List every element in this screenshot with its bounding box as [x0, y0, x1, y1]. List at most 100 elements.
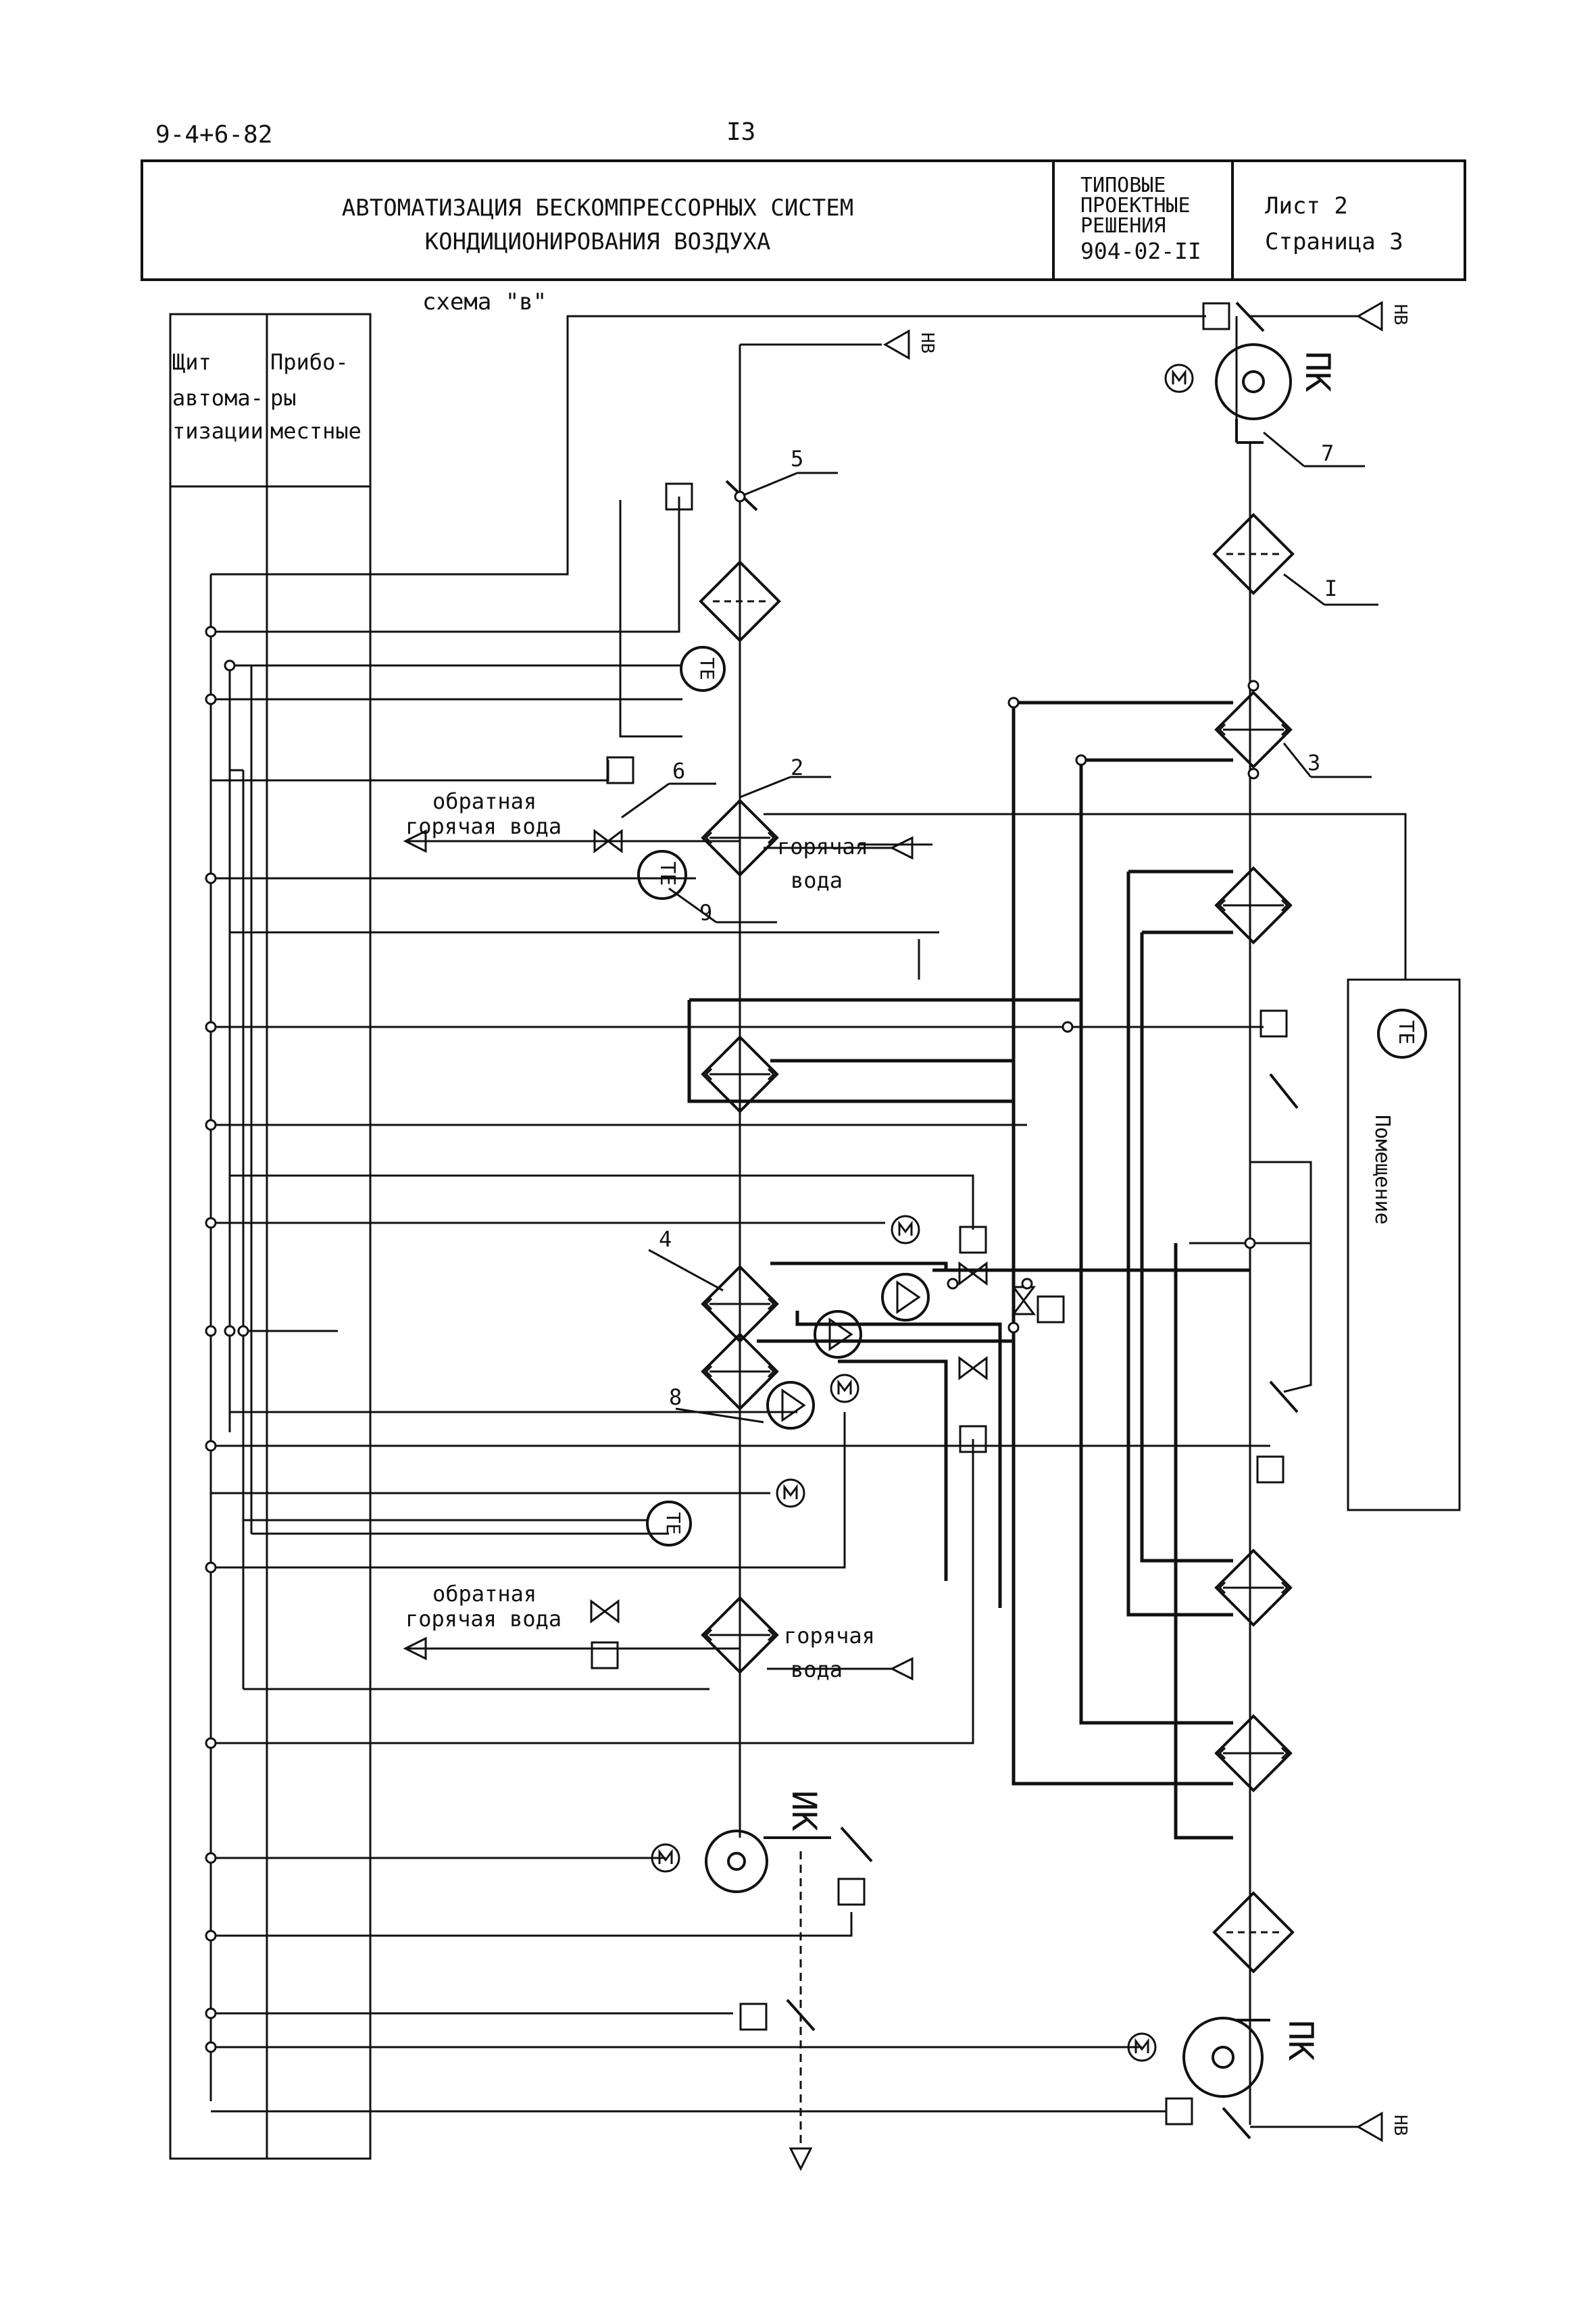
pump-1 — [881, 1273, 930, 1322]
supply-duct — [1235, 315, 1358, 2128]
typical-line-3: РЕШЕНИЯ — [1080, 214, 1166, 238]
callout-8: 8 — [669, 1384, 682, 1410]
damper-actuator-supply-2 — [1165, 2097, 1193, 2126]
hot-water-label-1: горячая — [777, 834, 868, 859]
valve-actuator-2 — [1037, 1295, 1065, 1324]
filter-2 — [1213, 1892, 1294, 1973]
signal-buses — [209, 574, 253, 2101]
water-supply-lines — [405, 840, 892, 1670]
outdoor-air-label-3: НВ — [1390, 2115, 1410, 2136]
connection-node — [205, 1561, 217, 1574]
connection-node — [1007, 1322, 1020, 1334]
column-panel-line-2: автома- — [172, 385, 264, 411]
room-box — [1347, 978, 1461, 1511]
outdoor-air-label-2: НВ — [917, 332, 937, 354]
motor-pump-1 — [891, 1215, 920, 1244]
column-panel-line-3: тизации — [172, 418, 264, 444]
exhaust-fan-label: ИК — [784, 1790, 824, 1832]
callout-5: 5 — [791, 446, 804, 472]
connection-node — [1021, 1278, 1033, 1290]
connection-node — [1244, 1237, 1256, 1249]
supply-fan-label-2: ПК — [1281, 2020, 1320, 2061]
connection-node — [205, 872, 217, 884]
sheet-number: Лист 2 — [1265, 193, 1348, 220]
supply-fan-2 — [1182, 2017, 1270, 2098]
column-local-line-2: ры — [270, 385, 297, 411]
exhaust-fan — [705, 1830, 831, 1893]
valve-actuator-1 — [959, 1226, 987, 1254]
connection-node — [205, 2007, 217, 2019]
connection-node — [205, 1021, 217, 1033]
control-lines — [211, 315, 1407, 2113]
temp-sensor-label-1: ТЕ — [696, 657, 718, 680]
column-panel-line-1: Щит — [172, 349, 211, 375]
outdoor-air-label-1: НВ — [1390, 304, 1410, 326]
supply-fan-label: ПК — [1298, 351, 1337, 393]
connection-node — [205, 1119, 217, 1131]
temp-sensor-label-4: ТЕ — [1394, 1020, 1418, 1045]
temp-sensor-label-3: ТЕ — [662, 1512, 684, 1535]
callout-2: 2 — [791, 755, 804, 780]
connection-node — [205, 1852, 217, 1864]
return-hot-water-label-2: горячая вода — [405, 813, 562, 839]
temp-sensors — [637, 646, 1427, 1546]
column-frame — [169, 313, 372, 2160]
pump-2 — [814, 1310, 862, 1359]
filter-1 — [1213, 513, 1294, 595]
damper-actuator-1 — [1202, 302, 1230, 330]
document-code: 9-4+6-82 — [155, 121, 273, 149]
column-local-line-1: Прибо- — [270, 349, 349, 375]
water-circuits — [687, 701, 1250, 1840]
connection-node — [1062, 1021, 1074, 1033]
connection-node — [205, 1930, 217, 1942]
motor-supply-fan — [1164, 363, 1194, 393]
damper-actuator-room — [1260, 1009, 1288, 1038]
title-line-2: КОНДИЦИОНИРОВАНИЯ ВОЗДУХА — [424, 228, 771, 255]
connection-node — [205, 1440, 217, 1452]
connection-nodes — [205, 491, 1260, 2053]
temp-sensor-label-2: ТЕ — [655, 861, 679, 886]
callout-7: 7 — [1321, 441, 1335, 466]
column-local-line-3: местные — [270, 418, 361, 444]
connection-node — [224, 1325, 236, 1337]
connection-node — [205, 626, 217, 638]
callout-leaders — [621, 431, 1378, 1424]
valve-actuator-6 — [606, 756, 634, 784]
motor-pump-3 — [776, 1478, 805, 1508]
page-label: Страница 3 — [1265, 228, 1403, 255]
callout-9: 9 — [699, 900, 713, 926]
callout-4: 4 — [659, 1226, 672, 1252]
connection-node — [734, 491, 746, 503]
title-cell: АВТОМАТИЗАЦИЯ БЕСКОМПРЕССОРНЫХ СИСТЕМ КО… — [143, 162, 1055, 278]
damper-actuator-exhaust-2 — [739, 2003, 768, 2031]
motor-pump-2 — [830, 1374, 859, 1403]
typical-solutions-cell: ТИПОВЫЕ ПРОЕКТНЫЕ РЕШЕНИЯ 904-02-II — [1052, 162, 1234, 278]
exhaust-duct — [739, 343, 882, 2148]
damper-actuator-4 — [1256, 1455, 1285, 1484]
connection-node — [237, 1325, 249, 1337]
supply-fan — [1215, 343, 1292, 444]
return-hot-water-label-4: горячая вода — [405, 1606, 562, 1632]
return-hot-water-label-3: обратная — [432, 1581, 537, 1607]
connection-node — [947, 1278, 959, 1290]
callout-1: I — [1324, 576, 1338, 601]
title-block: АВТОМАТИЗАЦИЯ БЕСКОМПРЕССОРНЫХ СИСТЕМ КО… — [141, 159, 1466, 281]
connection-node — [1247, 680, 1260, 692]
connection-node — [205, 693, 217, 705]
valve-actuator-8 — [591, 1641, 619, 1669]
room-label: Помещение — [1370, 1115, 1394, 1225]
connection-node — [1247, 768, 1260, 780]
typical-line-1: ТИПОВЫЕ — [1080, 174, 1166, 197]
connection-node — [205, 2041, 217, 2053]
connection-node — [205, 1737, 217, 1749]
scheme-label: схема "в" — [422, 288, 547, 316]
connection-node — [205, 1325, 217, 1337]
heat-exchanger-6 — [1215, 1715, 1292, 1792]
callout-3: 3 — [1307, 750, 1321, 776]
connection-node — [205, 1217, 217, 1229]
page-number: I3 — [726, 118, 756, 146]
damper-actuator-exhaust — [837, 1878, 866, 1906]
connection-node — [1007, 697, 1020, 709]
callout-6: 6 — [672, 758, 686, 784]
